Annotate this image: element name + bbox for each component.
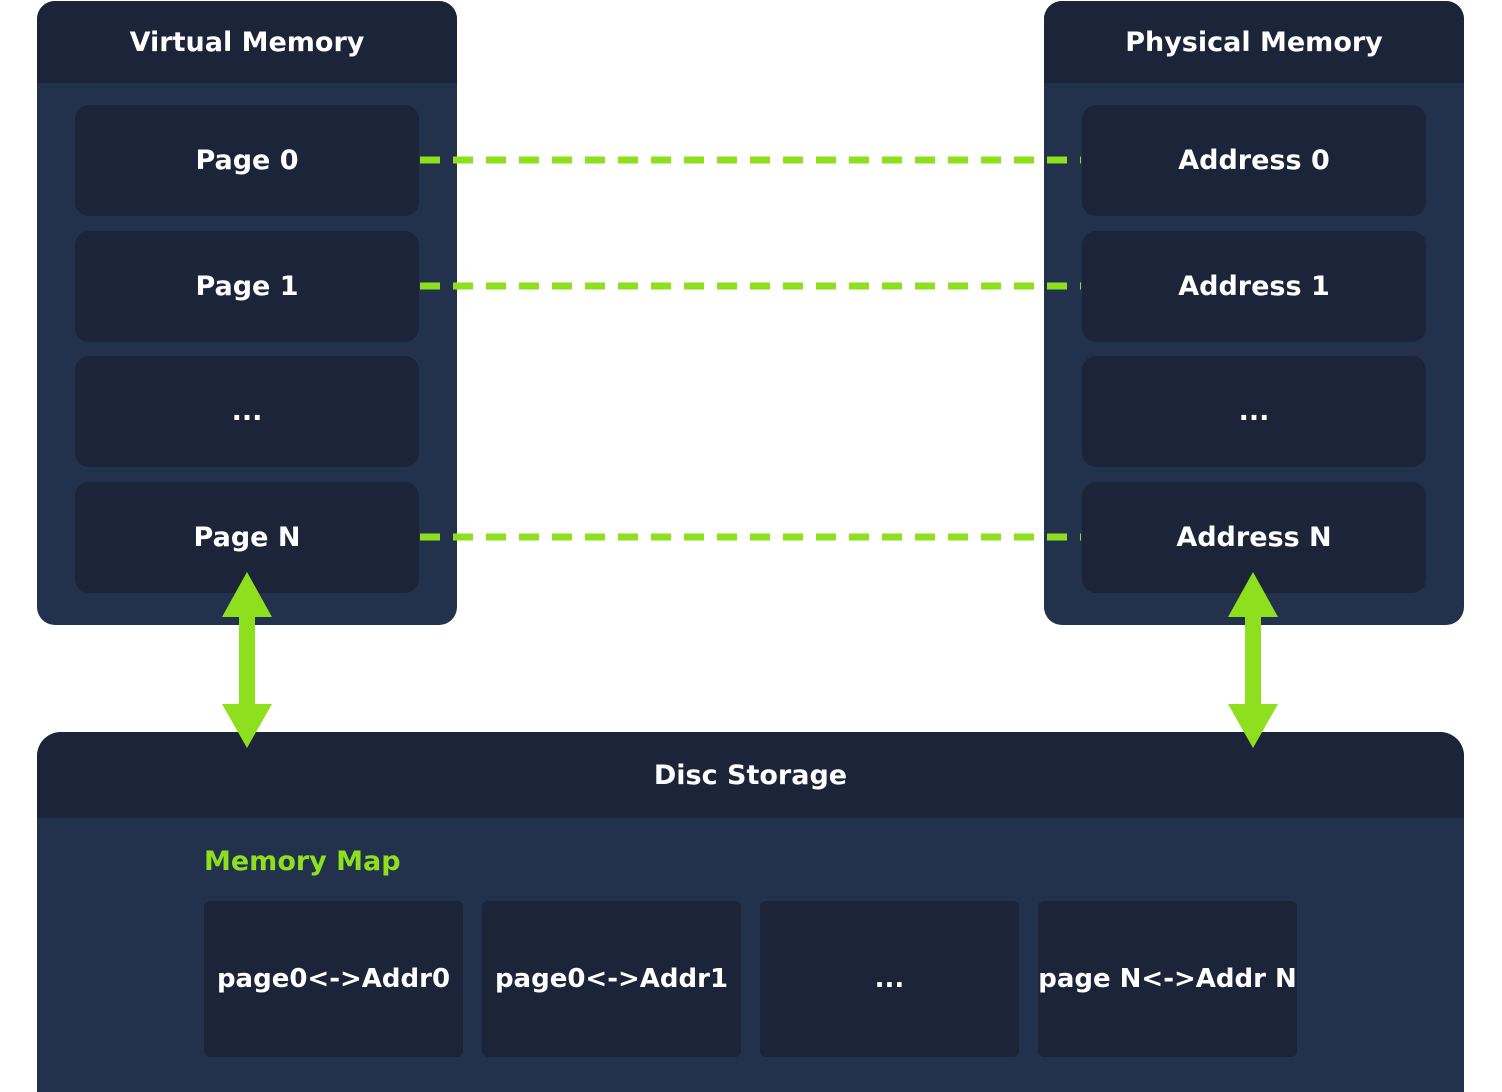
memory-map-entry-1: page0<->Addr1 (482, 901, 741, 1057)
disc-storage-panel: Disc Storage Memory Map page0<->Addr0 pa… (37, 732, 1464, 1092)
physical-address-n: Address N (1082, 482, 1426, 593)
physical-memory-panel: Physical Memory Address 0 Address 1 ... … (1044, 1, 1464, 625)
physical-address-0: Address 0 (1082, 105, 1426, 216)
memory-map-entry-ellipsis: ... (760, 901, 1019, 1057)
virtual-memory-panel: Virtual Memory Page 0 Page 1 ... Page N (37, 1, 457, 625)
virtual-page-0: Page 0 (75, 105, 419, 216)
physical-memory-title: Physical Memory (1044, 1, 1464, 83)
memory-map-entry-n: page N<->Addr N (1038, 901, 1297, 1057)
physical-address-1: Address 1 (1082, 231, 1426, 342)
disc-storage-title: Disc Storage (37, 732, 1464, 818)
virtual-page-1: Page 1 (75, 231, 419, 342)
virtual-page-n: Page N (75, 482, 419, 593)
memory-map-label: Memory Map (204, 846, 401, 877)
memory-map-entry-0: page0<->Addr0 (204, 901, 463, 1057)
physical-address-ellipsis: ... (1082, 356, 1426, 467)
virtual-memory-title: Virtual Memory (37, 1, 457, 83)
virtual-page-ellipsis: ... (75, 356, 419, 467)
